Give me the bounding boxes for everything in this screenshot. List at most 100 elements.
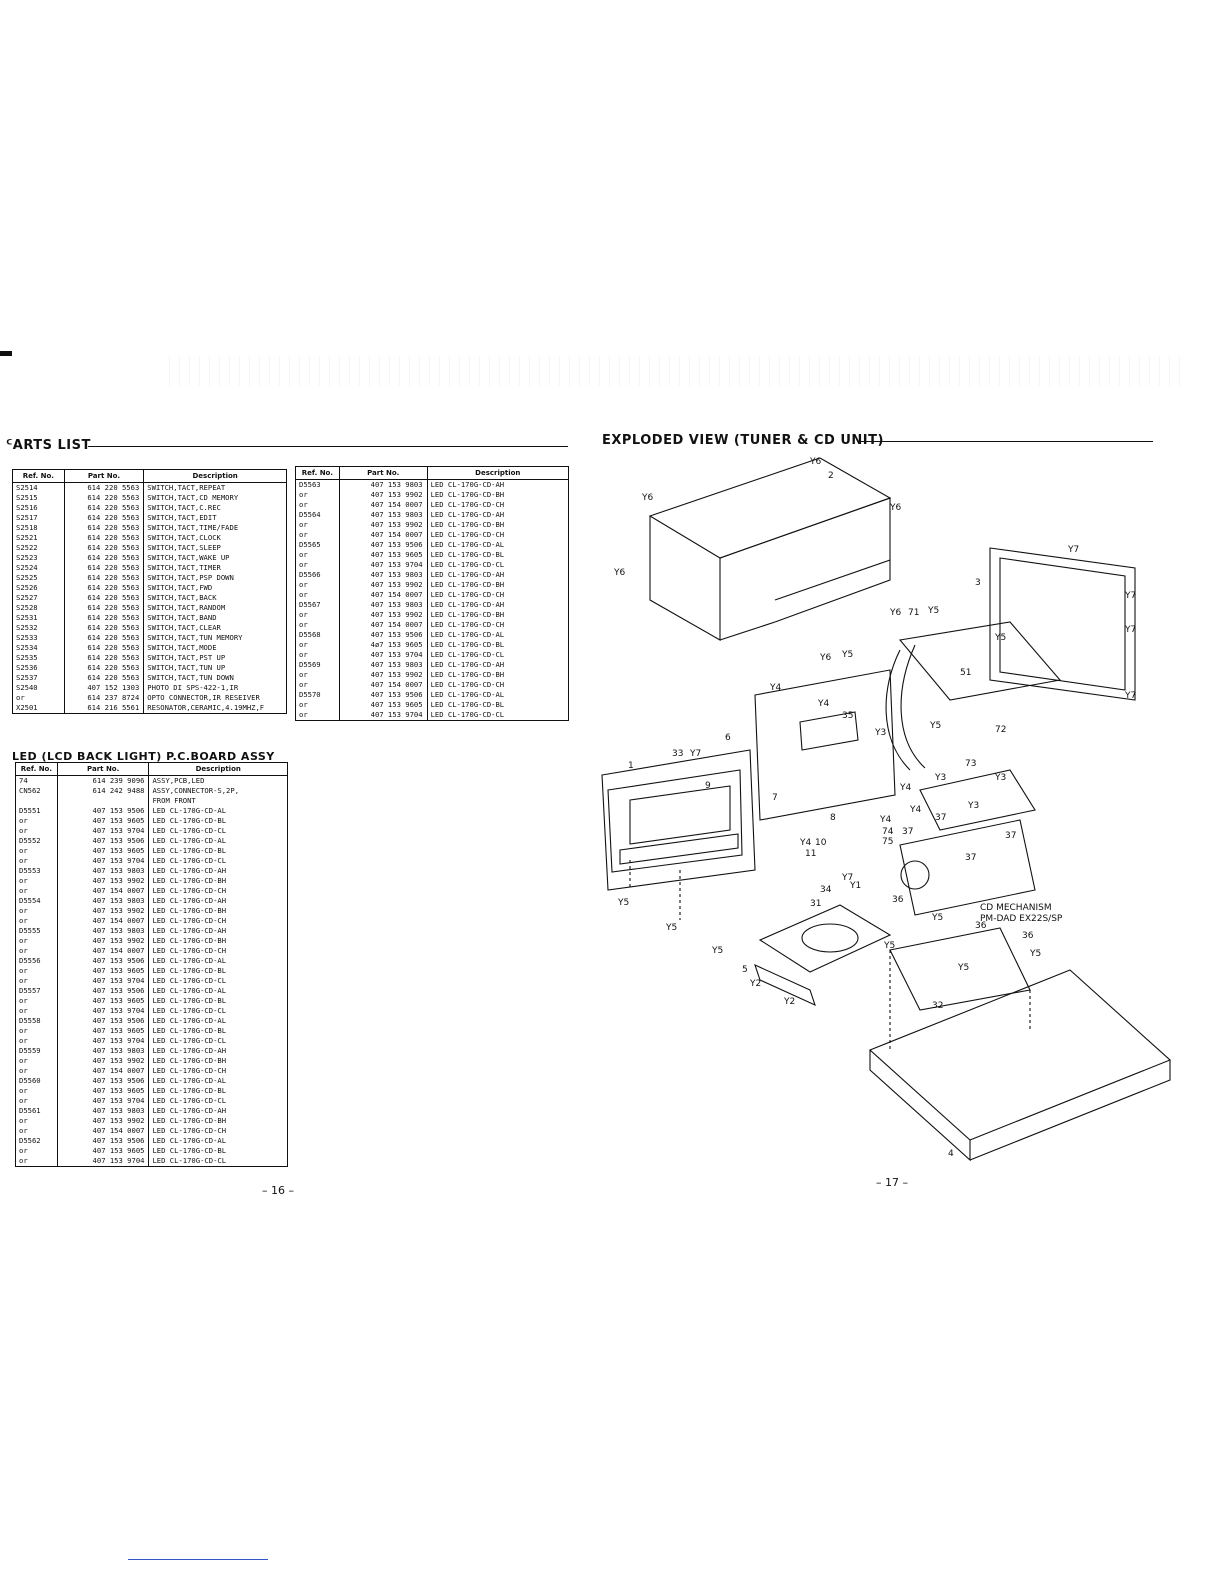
description-cell: SWITCH,TACT,TUN UP xyxy=(143,663,287,673)
ref-cell: or xyxy=(295,490,340,500)
label-37: 37 xyxy=(965,853,976,863)
description-cell: LED CL-170G-CD-BH xyxy=(427,490,570,500)
description-cell: LED CL-170G-CD-AL xyxy=(427,540,570,550)
ref-cell: or xyxy=(15,1126,58,1136)
label-4: 4 xyxy=(948,1149,954,1159)
ref-cell: S2524 xyxy=(12,563,65,573)
part-no-cell: 407 153 9605 xyxy=(57,1026,150,1036)
part-no-cell: 614 220 5563 xyxy=(64,482,145,493)
part-no-cell: 614 242 9488 xyxy=(57,786,150,796)
part-no-cell: 407 154 0007 xyxy=(57,946,150,956)
label-y5: Y5 xyxy=(957,963,969,973)
description-cell: SWITCH,TACT,BACK xyxy=(143,593,287,603)
ref-cell: or xyxy=(15,1066,58,1076)
label-3: 3 xyxy=(975,578,981,588)
description-cell: LED CL-170G-CD-CL xyxy=(148,856,288,866)
ref-cell: or xyxy=(15,1156,58,1167)
label-y6: Y6 xyxy=(641,493,653,503)
part-no-cell: 407 153 9803 xyxy=(57,1106,150,1116)
description-cell: SWITCH,TACT,TUN DOWN xyxy=(143,673,287,683)
ref-cell: D5551 xyxy=(15,806,58,816)
part-no-cell: 407 153 9506 xyxy=(57,986,150,996)
ref-cell: S2537 xyxy=(12,673,65,683)
description-cell: LED CL-170G-CD-AL xyxy=(148,1136,288,1146)
description-cell: LED CL-170G-CD-CH xyxy=(427,620,570,630)
part-no-cell: 407 153 9605 xyxy=(339,550,428,560)
part-no-cell: 407 153 9704 xyxy=(57,976,150,986)
ref-cell: or xyxy=(295,680,340,690)
ref-cell: 74 xyxy=(15,775,58,786)
part-no-cell: 614 220 5563 xyxy=(64,613,145,623)
ref-cell: or xyxy=(15,876,58,886)
label-y4: Y4 xyxy=(769,683,781,693)
part-no-cell: 407 153 9902 xyxy=(57,1056,150,1066)
part-no-cell: 407 153 9902 xyxy=(57,906,150,916)
part-no-cell: 407 153 9902 xyxy=(57,876,150,886)
description-cell: ASSY,CONNECTOR-S,2P, xyxy=(148,786,288,796)
description-cell: FROM FRONT xyxy=(148,796,288,806)
control-pcb xyxy=(754,669,896,821)
label-7: 7 xyxy=(772,793,778,803)
part-no-cell: 614 220 5563 xyxy=(64,623,145,633)
description-cell: LED CL-170G-CD-BL xyxy=(148,966,288,976)
ref-cell: S2531 xyxy=(12,613,65,623)
description-cell: LED CL-170G-CD-AL xyxy=(148,986,288,996)
label-51: 51 xyxy=(960,668,971,678)
tuner-pcb xyxy=(898,621,1062,701)
description-cell: SWITCH,TACT,PSP DOWN xyxy=(143,573,287,583)
label-36: 36 xyxy=(1022,931,1034,941)
ref-cell: or xyxy=(15,826,58,836)
col-part: Part No. xyxy=(63,469,145,483)
label-y7: Y7 xyxy=(1124,691,1136,701)
part-no-cell: 407 153 9803 xyxy=(339,570,428,580)
label-5: 5 xyxy=(742,965,748,975)
description-cell: LED CL-170G-CD-AL xyxy=(427,690,570,700)
description-cell: LED CL-170G-CD-BL xyxy=(427,640,570,650)
top-cover xyxy=(648,457,892,559)
ref-cell: D5555 xyxy=(15,926,58,936)
label-9: 9 xyxy=(705,781,711,791)
part-no-cell: 614 220 5563 xyxy=(64,533,145,543)
ref-cell: or xyxy=(295,580,340,590)
ref-cell: D5566 xyxy=(295,570,340,580)
part-no-cell: 407 153 9506 xyxy=(57,806,150,816)
part-no-cell: 614 220 5563 xyxy=(64,543,145,553)
ref-cell: or xyxy=(295,640,340,650)
label-1: 1 xyxy=(628,761,634,771)
label-y4: Y4 xyxy=(909,805,921,815)
description-cell: SWITCH,TACT,RANDOM xyxy=(143,603,287,613)
description-cell: SWITCH,TACT,WAKE UP xyxy=(143,553,287,563)
ref-cell: or xyxy=(15,846,58,856)
part-no-cell: 407 153 9704 xyxy=(57,1156,150,1167)
ref-cell: or xyxy=(15,916,58,926)
description-cell: LED CL-170G-CD-AH xyxy=(148,896,288,906)
description-cell: LED CL-170G-CD-BL xyxy=(427,700,570,710)
label-34: 34 xyxy=(820,885,832,895)
label-36: 36 xyxy=(892,895,904,905)
ref-cell: or xyxy=(15,1116,58,1126)
label-72: 72 xyxy=(995,725,1006,735)
